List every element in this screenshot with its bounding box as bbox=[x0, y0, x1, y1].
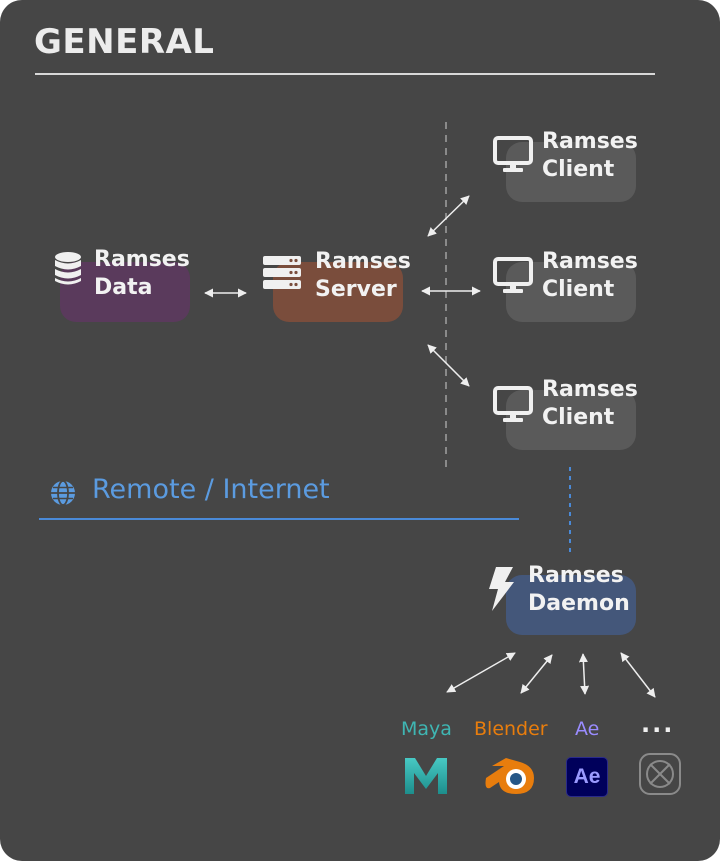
daemon-node-box bbox=[506, 575, 636, 635]
after-effects-logo-icon: Ae bbox=[566, 757, 608, 797]
more-apps-label: ... bbox=[641, 710, 675, 738]
data-node-box bbox=[60, 262, 190, 322]
server-node-label: Ramses Server bbox=[315, 248, 411, 304]
daemon-node-line2: Daemon bbox=[528, 591, 630, 616]
server-icon bbox=[263, 256, 301, 289]
data-node-line2: Data bbox=[94, 275, 153, 300]
daemon-node-label: Ramses Daemon bbox=[528, 562, 630, 618]
daemon-more-arrow bbox=[620, 652, 656, 698]
daemon-ae-arrow bbox=[578, 653, 590, 695]
blender-logo-icon bbox=[485, 758, 534, 794]
client2-node-box bbox=[506, 262, 636, 322]
client3-node-line1: Ramses bbox=[542, 377, 638, 402]
daemon-maya-arrow bbox=[446, 652, 516, 693]
globe-icon bbox=[51, 480, 75, 506]
title-divider bbox=[35, 73, 655, 75]
client2-node-line1: Ramses bbox=[542, 249, 638, 274]
data-node-line1: Ramses bbox=[94, 247, 190, 272]
remote-internet-label: Remote / Internet bbox=[92, 474, 330, 505]
data-node-label: Ramses Data bbox=[94, 246, 190, 302]
client2-node-line2: Client bbox=[542, 277, 615, 302]
server-node-line2: Server bbox=[315, 277, 397, 302]
client3-node-label: Ramses Client bbox=[542, 376, 638, 432]
server-node-line1: Ramses bbox=[315, 249, 411, 274]
daemon-node-line1: Ramses bbox=[528, 563, 624, 588]
client3-node-box bbox=[506, 390, 636, 450]
monitor-icon bbox=[493, 386, 533, 422]
blender-label: Blender bbox=[474, 718, 548, 740]
server-client1-arrow bbox=[427, 195, 470, 237]
client1-node-label: Ramses Client bbox=[542, 128, 638, 184]
section-title: GENERAL bbox=[34, 22, 215, 62]
client1-node-line2: Client bbox=[542, 157, 615, 182]
client2-node-label: Ramses Client bbox=[542, 248, 638, 304]
daemon-blender-arrow bbox=[520, 654, 553, 694]
maya-label: Maya bbox=[401, 718, 452, 740]
client3-node-line2: Client bbox=[542, 405, 615, 430]
placeholder-app-icon bbox=[639, 753, 681, 795]
ae-label: Ae bbox=[575, 718, 600, 740]
database-icon bbox=[55, 252, 81, 285]
lightning-icon bbox=[489, 567, 514, 611]
client1-node-box bbox=[506, 142, 636, 202]
ae-icon-text: Ae bbox=[573, 765, 601, 788]
client1-node-line1: Ramses bbox=[542, 129, 638, 154]
maya-logo-icon bbox=[405, 758, 447, 794]
monitor-icon bbox=[493, 257, 533, 293]
monitor-icon bbox=[493, 136, 533, 172]
server-client3-arrow bbox=[427, 344, 470, 387]
remote-divider bbox=[39, 518, 519, 520]
